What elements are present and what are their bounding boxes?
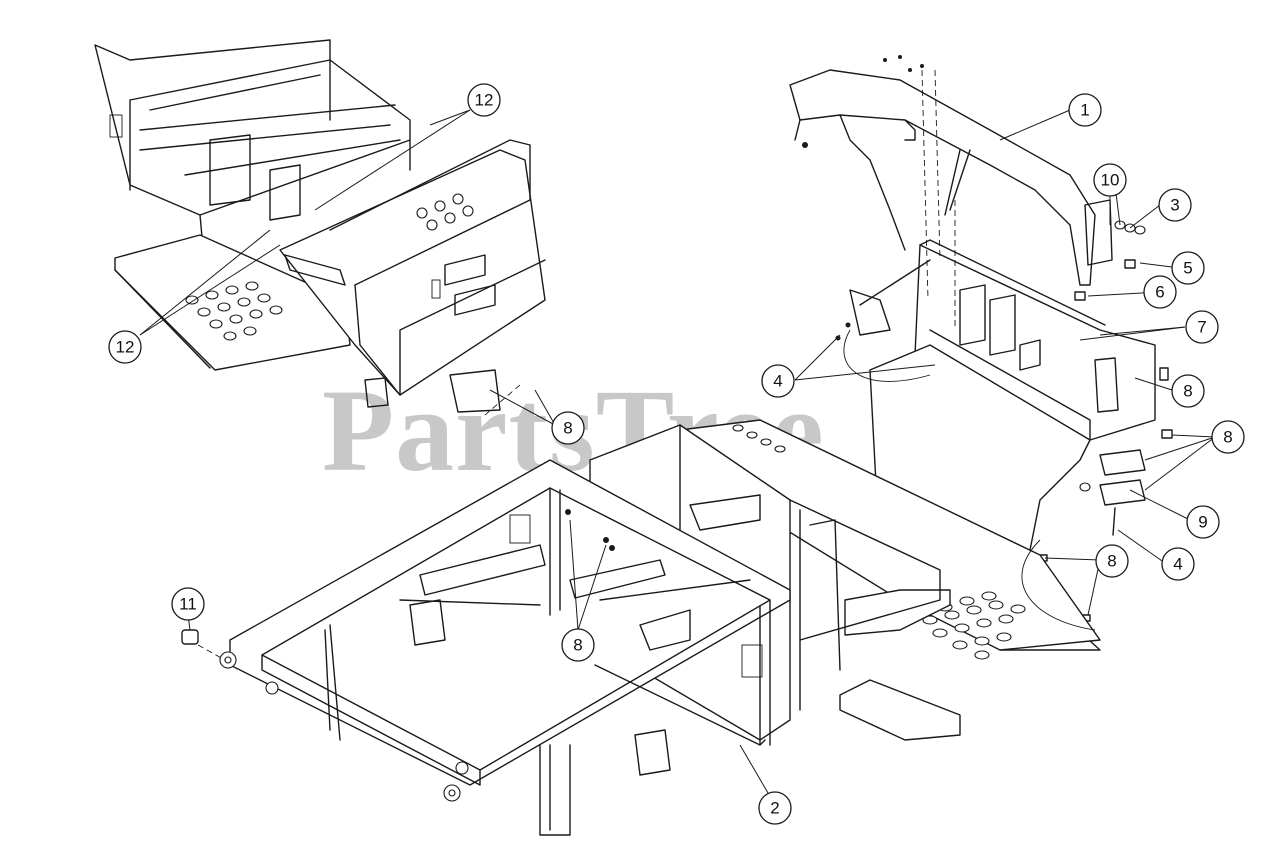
callout-8a: 8 bbox=[551, 411, 585, 445]
main-plate-holes bbox=[732, 424, 1026, 660]
top-left-deck-holes bbox=[416, 193, 474, 231]
callout-3-label: 3 bbox=[1170, 196, 1179, 215]
callout-12a-label: 12 bbox=[475, 91, 494, 110]
callout-12b: 12 bbox=[108, 330, 142, 364]
callout-3: 3 bbox=[1158, 188, 1192, 222]
top-left-assembly-view bbox=[94, 39, 556, 426]
callout-8b: 8 bbox=[1171, 374, 1205, 408]
callout-10: 10 bbox=[1093, 163, 1127, 197]
callout-8e-label: 8 bbox=[573, 636, 582, 655]
callout-7-label: 7 bbox=[1197, 318, 1206, 337]
callout-5: 5 bbox=[1171, 251, 1205, 285]
callout-9: 9 bbox=[1186, 505, 1220, 539]
callout-12a: 12 bbox=[467, 83, 501, 117]
callout-8b-label: 8 bbox=[1183, 382, 1192, 401]
callout-6: 6 bbox=[1143, 275, 1177, 309]
callout-8d: 8 bbox=[1095, 544, 1129, 578]
callout-8c: 8 bbox=[1211, 420, 1245, 454]
callout-6-label: 6 bbox=[1155, 283, 1164, 302]
callout-11: 11 bbox=[171, 587, 205, 621]
callout-4a: 4 bbox=[761, 364, 795, 398]
callout-1: 1 bbox=[1068, 93, 1102, 127]
callout-2-label: 2 bbox=[770, 799, 779, 818]
callout-2: 2 bbox=[758, 791, 792, 825]
main-frame-assembly bbox=[181, 419, 1101, 836]
callout-7: 7 bbox=[1185, 310, 1219, 344]
callout-8a-label: 8 bbox=[563, 419, 572, 438]
callout-5-label: 5 bbox=[1183, 259, 1192, 278]
callout-8d-label: 8 bbox=[1107, 552, 1116, 571]
callout-12b-label: 12 bbox=[116, 338, 135, 357]
callout-10-label: 10 bbox=[1101, 171, 1120, 190]
callout-4a-label: 4 bbox=[773, 372, 782, 391]
callout-bubbles: 1 2 3 4 4 5 6 7 8 8 8 8 8 9 10 11 12 12 bbox=[108, 83, 1245, 825]
callout-8e: 8 bbox=[561, 628, 595, 662]
callout-9-label: 9 bbox=[1198, 513, 1207, 532]
callout-11-label: 11 bbox=[179, 595, 197, 614]
callout-8c-label: 8 bbox=[1223, 428, 1232, 447]
callout-1-label: 1 bbox=[1080, 101, 1089, 120]
top-left-plate-holes bbox=[185, 281, 283, 341]
callout-4b-label: 4 bbox=[1173, 555, 1182, 574]
callout-4b: 4 bbox=[1161, 547, 1195, 581]
